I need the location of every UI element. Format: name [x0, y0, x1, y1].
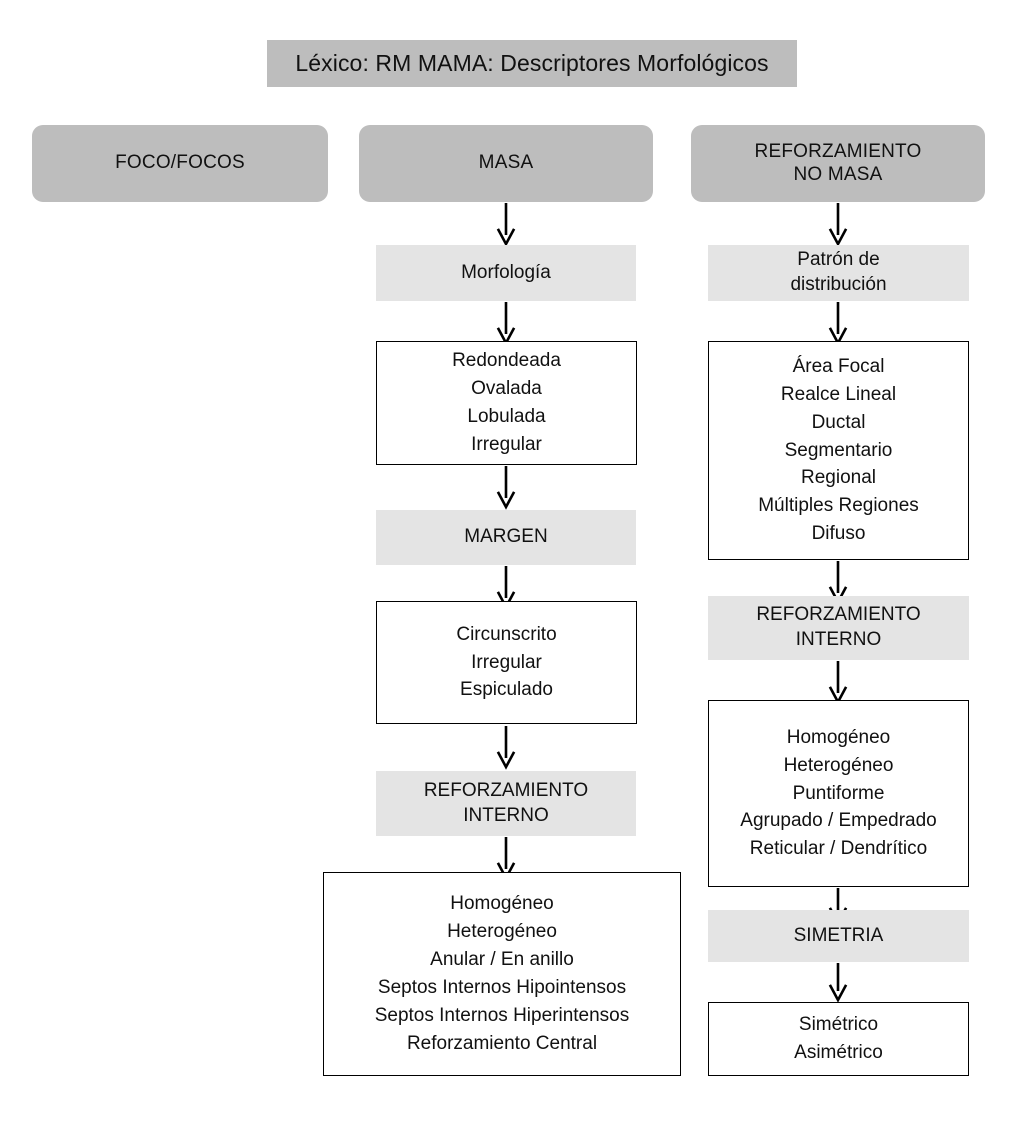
list-item: Agrupado / Empedrado: [740, 810, 937, 832]
list-item: Irregular: [471, 651, 542, 673]
subheader-line-2: distribución: [790, 274, 887, 295]
subheader-line-1: REFORZAMIENTO: [756, 604, 921, 626]
arrow-morfologia-to-options: [493, 302, 519, 346]
list-item: Reticular / Dendrítico: [749, 838, 928, 860]
category-header-foco-label: FOCO/FOCOS: [115, 152, 245, 174]
arrow-nomasa-to-patron: [825, 203, 851, 247]
arrow-morfologia-to-margen: [493, 466, 519, 510]
list-item: Lobulada: [467, 406, 546, 427]
list-box-reforzamiento-interno-masa-options[interactable]: Homogéneo Heterogéneo Anular / En anillo…: [323, 872, 681, 1076]
arrow-margen-to-reforzamiento: [493, 726, 519, 770]
list-item: Área Focal: [792, 355, 885, 377]
subheader-simetria[interactable]: SIMETRIA: [708, 910, 969, 962]
subheader-line-2: INTERNO: [463, 804, 549, 826]
subheader-reforzamiento-interno-masa[interactable]: REFORZAMIENTO INTERNO: [376, 771, 636, 836]
list-box-patron-distribucion-options[interactable]: Área Focal Realce Lineal Ductal Segmenta…: [708, 341, 969, 560]
list-item: Heterogéneo: [447, 921, 557, 943]
category-header-line-1: REFORZAMIENTO: [754, 141, 922, 163]
list-item: Reforzamiento Central: [406, 1032, 598, 1054]
category-header-line-2: NO MASA: [793, 163, 883, 185]
subheader-line-2: INTERNO: [795, 629, 882, 650]
arrow-simetria-to-options: [825, 963, 851, 1003]
list-box-margen-options[interactable]: Circunscrito Irregular Espiculado: [376, 601, 637, 724]
category-header-reforzamiento-no-masa[interactable]: REFORZAMIENTO NO MASA: [691, 125, 985, 202]
list-item: Heterogéneo: [783, 754, 894, 776]
list-item: Espiculado: [460, 679, 553, 701]
subheader-margen[interactable]: MARGEN: [376, 510, 636, 565]
list-item: Homogéneo: [786, 726, 891, 748]
list-box-simetria-options[interactable]: Simétrico Asimétrico: [708, 1002, 969, 1076]
subheader-patron-distribucion[interactable]: Patrón de distribución: [708, 245, 969, 301]
list-item: Realce Lineal: [780, 383, 897, 405]
list-item: Asimétrico: [794, 1042, 883, 1063]
list-item: Circunscrito: [456, 623, 557, 645]
category-header-masa-label: MASA: [478, 152, 534, 174]
arrow-reforzamiento-to-options-nomasa: [825, 661, 851, 705]
list-item: Difuso: [811, 523, 866, 545]
list-item: Segmentario: [784, 439, 893, 461]
list-item: Puntiforme: [792, 782, 885, 804]
diagram-title-text: Léxico: RM MAMA: Descriptores Morfológic…: [295, 49, 769, 76]
category-header-masa[interactable]: MASA: [359, 125, 653, 202]
list-item: Simétrico: [798, 1014, 879, 1036]
list-item: Ductal: [811, 411, 866, 433]
list-box-reforzamiento-interno-nomasa-options[interactable]: Homogéneo Heterogéneo Puntiforme Agrupad…: [708, 700, 969, 887]
diagram-title: Léxico: RM MAMA: Descriptores Morfológic…: [267, 40, 797, 87]
arrow-masa-to-morfologia: [493, 203, 519, 247]
list-item: Regional: [801, 467, 876, 489]
list-item: Homogéneo: [450, 893, 554, 915]
subheader-morfologia-label: Morfología: [461, 261, 551, 283]
list-item: Septos Internos Hipointensos: [377, 977, 627, 998]
list-item: Septos Internos Hiperintensos: [374, 1004, 630, 1026]
category-header-foco[interactable]: FOCO/FOCOS: [32, 125, 328, 202]
list-item: Redondeada: [452, 350, 561, 372]
arrow-patron-to-options: [825, 302, 851, 346]
subheader-reforzamiento-interno-nomasa[interactable]: REFORZAMIENTO INTERNO: [708, 596, 969, 660]
list-item: Anular / En anillo: [430, 949, 574, 971]
list-item: Múltiples Regiones: [758, 495, 919, 517]
list-box-morfologia-options[interactable]: Redondeada Ovalada Lobulada Irregular: [376, 341, 637, 465]
list-item: Irregular: [471, 433, 542, 455]
subheader-morfologia[interactable]: Morfología: [376, 245, 636, 301]
subheader-line-1: Patrón de: [797, 249, 880, 271]
subheader-margen-label: MARGEN: [464, 526, 548, 548]
subheader-simetria-label: SIMETRIA: [793, 924, 884, 946]
subheader-line-1: REFORZAMIENTO: [423, 779, 589, 801]
list-item: Ovalada: [471, 378, 542, 400]
